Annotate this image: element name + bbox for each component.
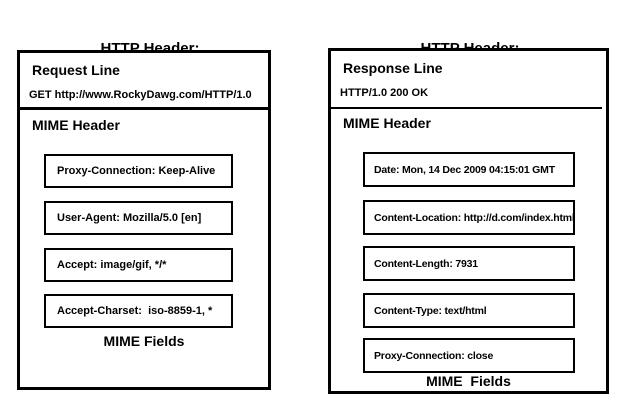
mime-fields-label: MIME Fields (103, 333, 185, 349)
section-divider (331, 107, 602, 109)
mime-field-box: Date: Mon, 14 Dec 2009 04:15:01 GMT (363, 152, 575, 187)
http-response-header-box: Response Line HTTP/1.0 200 OK MIME Heade… (328, 48, 609, 394)
mime-header-heading: MIME Header (32, 117, 120, 133)
http-request-header-box: Request Line GET http://www.RockyDawg.co… (17, 50, 271, 390)
mime-field-box: User-Agent: Mozilla/5.0 [en] (44, 201, 233, 235)
response-line-heading: Response Line (343, 60, 443, 76)
mime-field-box: Accept-Charset: iso-8859-1, * (44, 294, 233, 328)
mime-field-box: Content-Location: http://d.com/index.htm… (363, 200, 575, 235)
mime-fields-label: MIME Fields (426, 373, 511, 389)
response-line-value: HTTP/1.0 200 OK (340, 87, 429, 99)
mime-field-box: Content-Length: 7931 (363, 246, 575, 281)
request-line-heading: Request Line (32, 62, 120, 78)
mime-field-box: Accept: image/gif, */* (44, 248, 233, 282)
mime-field-box: Proxy-Connection: close (363, 338, 575, 373)
mime-header-heading: MIME Header (343, 115, 431, 131)
section-divider (20, 107, 268, 110)
request-line-value: GET http://www.RockyDawg.com/HTTP/1.0 (29, 89, 252, 101)
mime-field-box: Content-Type: text/html (363, 293, 575, 328)
mime-field-box: Proxy-Connection: Keep-Alive (44, 154, 233, 188)
